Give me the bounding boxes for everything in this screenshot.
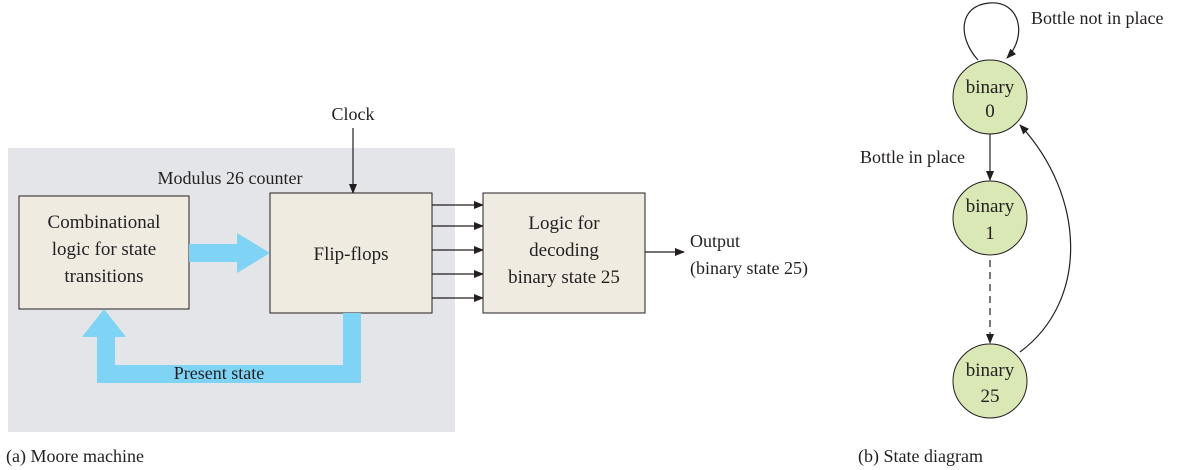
transition-label: Bottle in place	[860, 147, 965, 167]
comb-logic-line-1: Combinational	[48, 212, 161, 233]
state-1-line-2: 1	[985, 223, 995, 244]
decode-line-2: decoding	[529, 240, 599, 261]
moore-caption: (a) Moore machine	[6, 446, 144, 467]
self-loop-label: Bottle not in place	[1031, 8, 1163, 28]
transition-25-to-0	[1019, 124, 1072, 353]
state-0-line-1: binary	[966, 77, 1015, 98]
comb-logic-line-3: transitions	[64, 266, 143, 287]
state-binary-25	[952, 343, 1028, 419]
output-label: Output	[690, 231, 740, 251]
present-state-label: Present state	[174, 363, 264, 383]
state-0-line-2: 0	[985, 101, 995, 122]
state-lines	[432, 201, 484, 302]
moore-machine: Modulus 26 counter Clock Combinational l…	[6, 104, 808, 467]
combinational-logic-block	[18, 195, 190, 310]
output-label-detail: (binary state 25)	[690, 258, 808, 279]
state-25-line-2: 25	[981, 386, 1000, 407]
state-diagram-caption: (b) State diagram	[858, 446, 983, 467]
clock-label: Clock	[332, 104, 375, 124]
state-diagram: Bottle not in place binary 0 Bottle in p…	[858, 2, 1163, 467]
present-state-bus-arrow	[82, 309, 361, 383]
state-1-line-1: binary	[966, 196, 1015, 217]
state-binary-1	[952, 180, 1028, 256]
next-state-bus-arrow	[189, 233, 270, 273]
flip-flops-label: Flip-flops	[314, 244, 389, 265]
decode-line-1: Logic for	[528, 213, 600, 234]
decoding-logic-block	[482, 192, 646, 314]
state-25-line-1: binary	[966, 360, 1015, 381]
counter-label: Modulus 26 counter	[158, 168, 303, 188]
self-loop-arrow	[963, 2, 1020, 61]
comb-logic-line-2: logic for state	[52, 239, 156, 260]
decode-line-3: binary state 25	[508, 267, 620, 288]
